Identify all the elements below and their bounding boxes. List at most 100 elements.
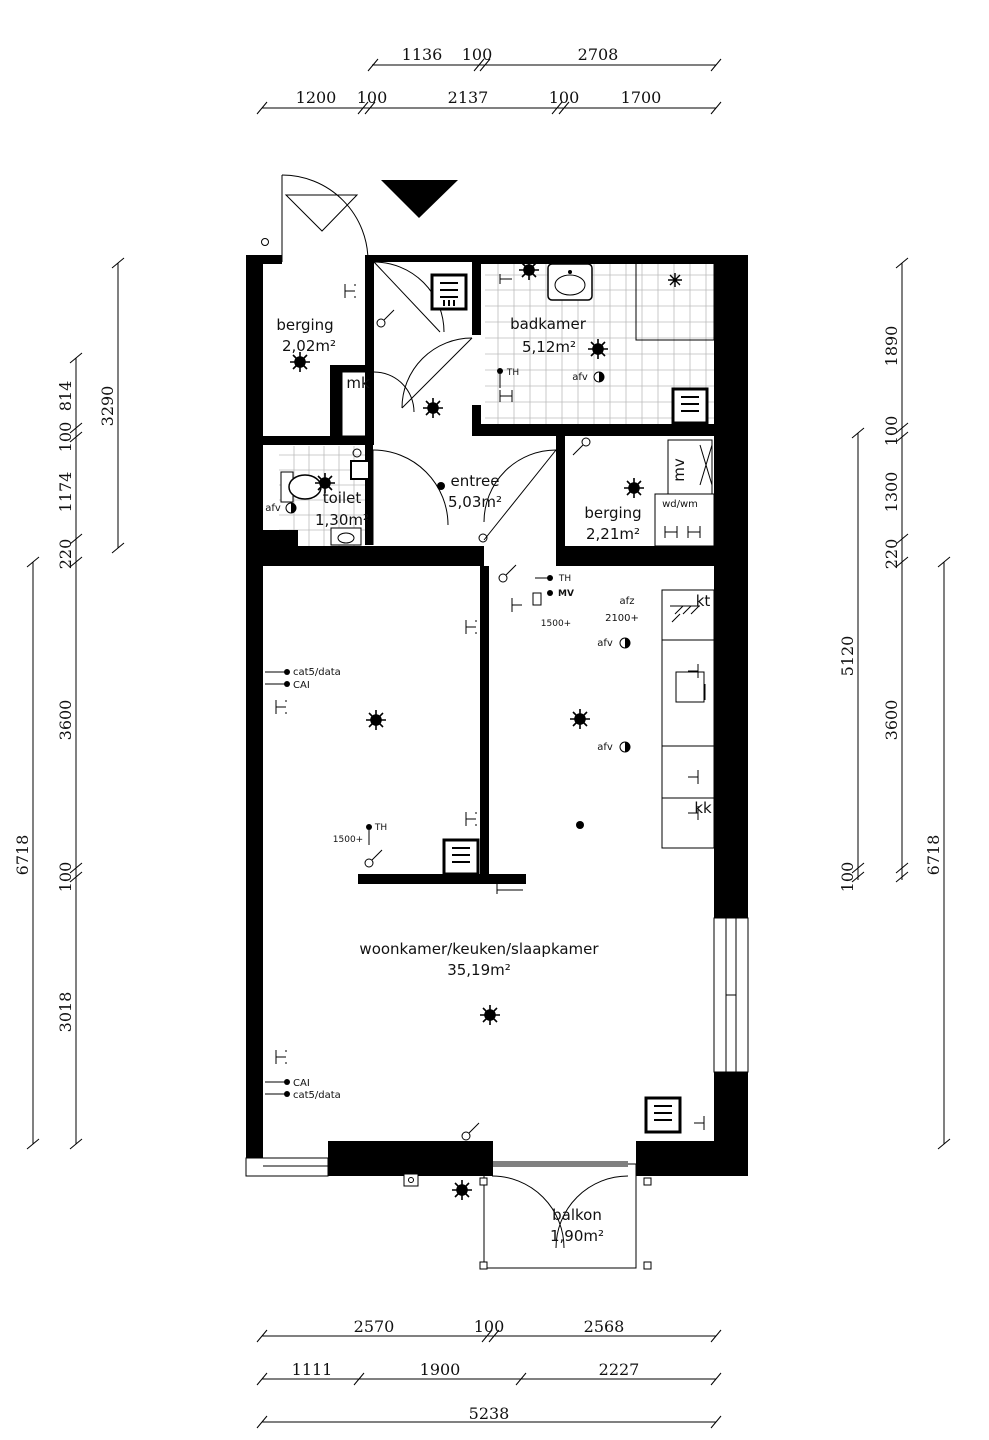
switch-icon	[352, 309, 591, 1141]
room-toilet-area: 1,30m²	[315, 511, 369, 529]
dim-bottom-2568: 2568	[584, 1317, 625, 1336]
room-entree-name: entree	[451, 472, 500, 490]
label-mv-hall: MV	[558, 589, 574, 599]
dim-right-100a: 100	[882, 416, 901, 447]
ceiling-light-icon	[290, 352, 310, 372]
label-kk: kk	[694, 799, 712, 817]
thermostat-icon	[366, 368, 553, 845]
window-right	[713, 917, 749, 1073]
dim-right-100b: 100	[838, 862, 857, 893]
ceiling-light-icon	[480, 1005, 500, 1025]
shower-area	[635, 261, 715, 341]
dim-left-3018: 3018	[56, 992, 75, 1033]
label-cai-top: CAI	[293, 680, 310, 691]
balcony-posts	[403, 1173, 652, 1270]
dim-top-1136: 1136	[402, 45, 443, 64]
label-mk: mk	[346, 374, 370, 392]
room-berging-2-area: 2,21m²	[586, 525, 640, 543]
room-balkon-area: 1,90m²	[550, 1227, 604, 1245]
extractor-icon	[670, 605, 700, 623]
dim-top-100b: 100	[357, 88, 388, 107]
dim-left-3600: 3600	[56, 700, 75, 741]
dim-right-3600: 3600	[882, 700, 901, 741]
washer-dryer-cupboard	[654, 439, 715, 547]
door-swings	[372, 261, 637, 1269]
ceiling-light-icon	[588, 339, 608, 359]
ceiling-light-icon	[366, 710, 386, 730]
room-entree-area: 5,03m²	[448, 493, 502, 511]
dim-top-2708: 2708	[578, 45, 619, 64]
dim-left-6718: 6718	[13, 835, 32, 876]
room-woonkamer-area: 35,19m²	[447, 961, 511, 979]
heater-icon	[430, 273, 468, 311]
dim-bottom-1900: 1900	[420, 1360, 461, 1379]
label-mv: mv	[670, 458, 688, 482]
room-berging-1-name: berging	[276, 316, 333, 334]
label-th-living: TH	[374, 823, 387, 833]
heater-icon	[671, 387, 709, 425]
dim-right-1890: 1890	[882, 326, 901, 367]
drain-icon	[285, 371, 631, 753]
label-wd-wm: wd/wm	[662, 499, 698, 510]
data-outlet-icon	[265, 669, 290, 1097]
dim-bottom-100: 100	[474, 1317, 505, 1336]
window-bottom-left	[245, 1157, 329, 1177]
room-woonkamer-name: woonkamer/keuken/slaapkamer	[359, 940, 599, 958]
toilet-handbasin	[330, 527, 362, 546]
dim-right-1300: 1300	[882, 472, 901, 513]
dim-left-1174: 1174	[56, 472, 75, 513]
label-cat5-top: cat5/data	[293, 667, 341, 678]
heater-icon	[442, 838, 480, 876]
room-toilet-name: toilet	[323, 489, 362, 507]
dimension-lines-left	[26, 257, 125, 1150]
dim-top-2137: 2137	[448, 88, 489, 107]
bath-sink	[547, 263, 593, 301]
label-afv-kitchen-2: afv	[597, 742, 613, 753]
dimension-lines-bottom	[256, 1329, 722, 1429]
dim-left-100b: 100	[56, 862, 75, 893]
label-afv-kitchen-1: afv	[597, 638, 613, 649]
dim-bottom-2227: 2227	[599, 1360, 640, 1379]
dimension-lines-top	[256, 58, 722, 115]
dim-left-220: 220	[56, 539, 75, 570]
label-th-bath: TH	[506, 368, 519, 378]
heater-icon	[350, 460, 370, 480]
dim-top-1700: 1700	[621, 88, 662, 107]
sensor-icon	[437, 482, 584, 829]
dim-left-3290: 3290	[98, 386, 117, 427]
dim-bottom-5238: 5238	[469, 1404, 510, 1423]
heater-icon	[644, 1096, 682, 1134]
socket-icon	[275, 274, 705, 1130]
dim-right-6718: 6718	[924, 835, 943, 876]
label-1500-living: 1500+	[333, 835, 363, 845]
ceiling-light-icon	[452, 1180, 472, 1200]
dim-right-5120: 5120	[838, 636, 857, 677]
label-afz: afz	[620, 596, 635, 607]
meter-cupboard-box	[341, 371, 367, 437]
room-badkamer-area: 5,12m²	[522, 338, 576, 356]
ceiling-light-icon	[315, 473, 335, 493]
ceiling-light-icon	[423, 398, 443, 418]
label-1500-hall: 1500+	[541, 619, 571, 629]
dim-right-220: 220	[882, 539, 901, 570]
ventilation-icon	[532, 592, 542, 606]
ceiling-light-icon	[624, 478, 644, 498]
label-2100: 2100+	[605, 613, 639, 624]
kitchen-counter	[661, 589, 715, 849]
front-door-swing	[261, 174, 369, 263]
label-kt: kt	[696, 592, 711, 610]
dim-bottom-2570: 2570	[354, 1317, 395, 1336]
label-th-hall: TH	[558, 574, 571, 584]
dim-top-100a: 100	[462, 45, 493, 64]
dim-left-814: 814	[56, 381, 75, 412]
room-badkamer-name: badkamer	[510, 315, 587, 333]
label-cai-bottom: CAI	[293, 1078, 310, 1089]
toilet-bowl	[280, 471, 322, 503]
room-berging-1-area: 2,02m²	[282, 337, 336, 355]
ceiling-light-icon	[668, 273, 682, 287]
label-cat5-bottom: cat5/data	[293, 1090, 341, 1101]
dim-bottom-1111: 1111	[292, 1360, 333, 1379]
entrance-arrow-icon	[381, 180, 458, 218]
label-afv-toilet: afv	[265, 503, 281, 514]
